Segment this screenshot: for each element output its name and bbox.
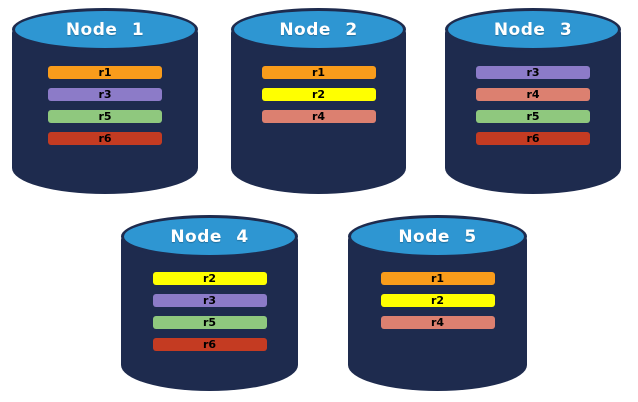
node: Node 1 r1 r3 r5 r6 (12, 8, 198, 194)
node: Node 3 r3 r4 r5 r6 (445, 8, 621, 194)
replica-bar: r1 (261, 66, 376, 79)
replica-bar: r1 (48, 66, 162, 79)
database-cylinder-body (121, 236, 298, 391)
node: Node 5 r1 r2 r4 (348, 215, 527, 391)
replica-bar: r5 (48, 110, 162, 123)
bars: r1 r2 r4 (231, 66, 406, 132)
bars: r1 r3 r5 r6 (12, 66, 198, 154)
database-cylinder-body (348, 236, 527, 391)
bars: r1 r2 r4 (348, 272, 527, 338)
replica-bar: r2 (380, 294, 495, 307)
replica-bar: r3 (48, 88, 162, 101)
node: Node 2 r1 r2 r4 (231, 8, 406, 194)
node: Node 4 r2 r3 r5 r6 (121, 215, 298, 391)
node-title: Node 1 (65, 19, 145, 40)
bars: r2 r3 r5 r6 (121, 272, 298, 360)
replica-bar: r2 (261, 88, 376, 101)
node-title: Node 5 (398, 226, 477, 247)
node-title: Node 4 (170, 226, 249, 247)
replica-bar: r4 (476, 88, 590, 101)
database-cylinder-top: Node 1 (12, 8, 198, 51)
replica-bar: r3 (476, 66, 590, 79)
database-cylinder-top: Node 3 (445, 8, 621, 51)
node-title: Node 2 (279, 19, 358, 40)
database-cylinder-top: Node 2 (231, 8, 406, 51)
replica-bar: r2 (152, 272, 267, 285)
replica-bar: r3 (152, 294, 267, 307)
database-cylinder-top: Node 5 (348, 215, 527, 258)
database-cylinder-top: Node 4 (121, 215, 298, 258)
replica-bar: r6 (152, 338, 267, 351)
replica-bar: r4 (261, 110, 376, 123)
replica-bar: r6 (476, 132, 590, 145)
replica-bar: r5 (476, 110, 590, 123)
replica-bar: r5 (152, 316, 267, 329)
replica-bar: r1 (380, 272, 495, 285)
replica-bar: r4 (380, 316, 495, 329)
replica-bar: r6 (48, 132, 162, 145)
bars: r3 r4 r5 r6 (445, 66, 621, 154)
node-title: Node 3 (493, 19, 573, 40)
